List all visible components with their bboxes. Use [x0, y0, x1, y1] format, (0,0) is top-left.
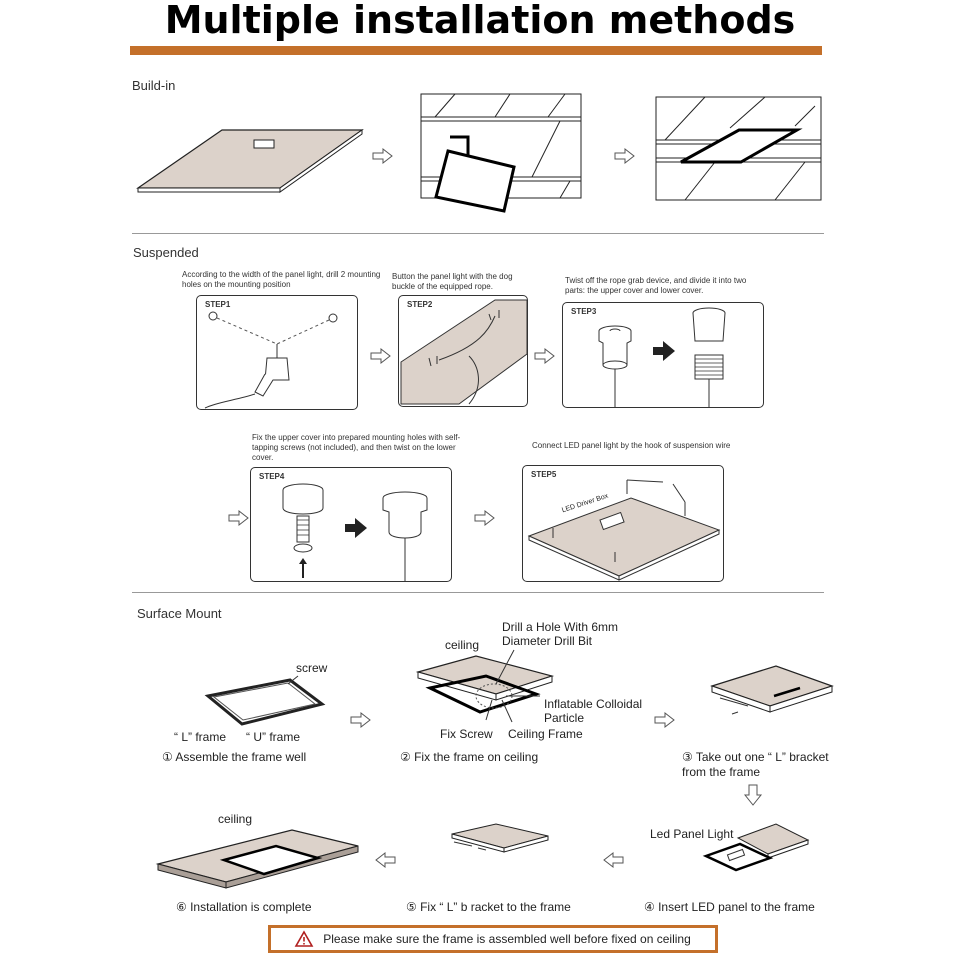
fix-l-bracket-diagram — [451, 823, 549, 853]
warning-banner: Please make sure the frame is assembled … — [268, 925, 718, 953]
inflatable-particle-label: Inflatable Colloidal Particle — [544, 697, 643, 725]
drill-icon — [204, 311, 338, 409]
step5-box: STEP5 LED Driver Box — [522, 465, 724, 582]
section-divider — [132, 233, 824, 234]
installation-complete-diagram — [155, 829, 359, 889]
down-arrow-icon — [743, 784, 763, 806]
assembled-frame-diagram — [204, 675, 326, 726]
step1-label: STEP1 — [205, 300, 231, 309]
flow-arrow-icon — [372, 147, 393, 165]
step2-box: STEP2 — [398, 295, 528, 407]
left-arrow-icon — [603, 851, 624, 869]
drill-hole-label: Drill a Hole With 6mm Diameter Drill Bit — [502, 620, 619, 648]
step5-caption: Connect LED panel light by the hook of s… — [532, 441, 731, 450]
rope-grab-device-diagram — [598, 307, 726, 407]
surface-step2-caption: ② Fix the frame on ceiling — [400, 750, 539, 764]
surface-step6-caption: ⑥ Installation is complete — [176, 900, 312, 914]
title-underline — [130, 46, 822, 55]
step4-label: STEP4 — [259, 472, 285, 481]
step2-label: STEP2 — [407, 300, 433, 309]
page-title: Multiple installation methods — [164, 0, 796, 42]
section-divider — [132, 592, 824, 593]
warning-triangle-icon — [294, 930, 314, 947]
surface-step1-caption: ① Assemble the frame well — [162, 750, 307, 764]
section-label-surface-mount: Surface Mount — [137, 606, 222, 621]
flow-arrow-icon — [474, 509, 495, 527]
surface-step5-caption: ⑤ Fix “ L” b racket to the frame — [406, 900, 571, 914]
step2-caption: Button the panel light with the dog buck… — [392, 272, 513, 291]
warning-text: Please make sure the frame is assembled … — [323, 932, 691, 946]
ceiling-label-step6: ceiling — [218, 812, 253, 826]
flow-arrow-icon — [350, 711, 371, 729]
led-panel-light-label: Led Panel Light — [650, 827, 734, 841]
fix-screw-label: Fix Screw — [440, 727, 493, 741]
u-frame-label: “ U” frame — [246, 730, 300, 744]
flow-arrow-icon — [228, 509, 249, 527]
insert-led-panel-diagram — [702, 823, 810, 872]
step3-box: STEP3 — [562, 302, 764, 408]
step3-caption: Twist off the rope grab device, and divi… — [565, 276, 747, 295]
step4-caption: Fix the upper cover into prepared mounti… — [252, 433, 461, 462]
ceiling-frame-label: Ceiling Frame — [508, 727, 583, 741]
left-arrow-icon — [375, 851, 396, 869]
screw-label: screw — [296, 661, 328, 675]
section-label-suspended: Suspended — [133, 245, 199, 260]
step1-caption: According to the width of the panel ligh… — [182, 270, 381, 289]
remove-l-bracket-diagram — [710, 665, 834, 715]
frame-on-ceiling-diagram — [415, 649, 555, 723]
step5-label: STEP5 — [531, 470, 557, 479]
step1-box: STEP1 — [196, 295, 358, 410]
upper-cover-screw-diagram — [282, 483, 428, 581]
ceiling-label: ceiling — [445, 638, 480, 652]
panel-with-rope-diagram — [400, 299, 528, 405]
flow-arrow-icon — [654, 711, 675, 729]
step4-box: STEP4 — [250, 467, 452, 582]
surface-step4-caption: ④ Insert LED panel to the frame — [644, 900, 815, 914]
build-in-step3-diagram — [655, 96, 822, 201]
section-label-build-in: Build-in — [132, 78, 176, 93]
build-in-step1-diagram — [136, 129, 364, 193]
l-frame-label: “ L” frame — [174, 730, 227, 744]
flow-arrow-icon — [614, 147, 635, 165]
flow-arrow-icon — [534, 347, 555, 365]
build-in-step2-diagram — [420, 93, 582, 213]
flow-arrow-icon — [370, 347, 391, 365]
step3-label: STEP3 — [571, 307, 597, 316]
suspended-panel-diagram — [527, 479, 721, 581]
surface-step3-caption: ③ Take out one “ L” bracket from the fra… — [682, 750, 829, 779]
